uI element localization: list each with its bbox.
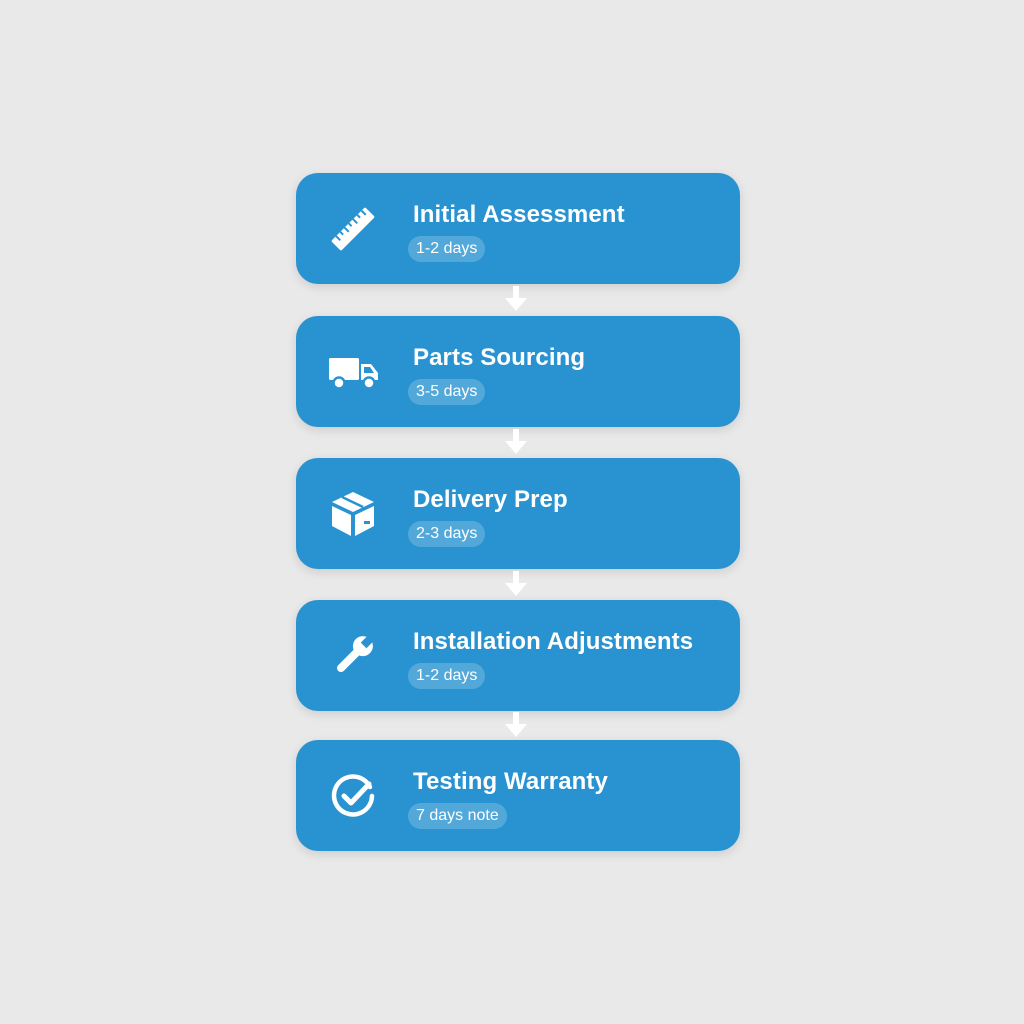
down-arrow-icon — [502, 570, 530, 598]
step-title: Installation Adjustments — [413, 628, 694, 655]
duration-badge: 7 days note — [408, 803, 507, 829]
step-card-installation-adjustments: Installation Adjustments 1-2 days — [296, 600, 740, 711]
down-arrow-icon — [502, 711, 530, 739]
step-card-initial-assessment: Initial Assessment 1-2 days — [296, 173, 740, 284]
duration-badge: 1-2 days — [408, 663, 486, 689]
step-title: Delivery Prep — [413, 486, 568, 513]
duration-badge: 3-5 days — [408, 379, 486, 405]
step-title: Initial Assessment — [413, 201, 625, 228]
step-card-testing-warranty: Testing Warranty 7 days note — [296, 740, 740, 851]
duration-badge: 2-3 days — [408, 521, 486, 547]
truck-icon — [326, 346, 380, 398]
step-title: Parts Sourcing — [413, 344, 586, 371]
ruler-icon — [326, 203, 380, 255]
wrench-icon — [326, 630, 380, 682]
duration-badge: 1-2 days — [408, 236, 486, 262]
check-circle-icon — [326, 770, 380, 822]
step-card-delivery-prep: Delivery Prep 2-3 days — [296, 458, 740, 569]
down-arrow-icon — [502, 428, 530, 456]
step-title: Testing Warranty — [413, 768, 608, 795]
step-card-parts-sourcing: Parts Sourcing 3-5 days — [296, 316, 740, 427]
down-arrow-icon — [502, 285, 530, 313]
box-icon — [326, 488, 380, 540]
